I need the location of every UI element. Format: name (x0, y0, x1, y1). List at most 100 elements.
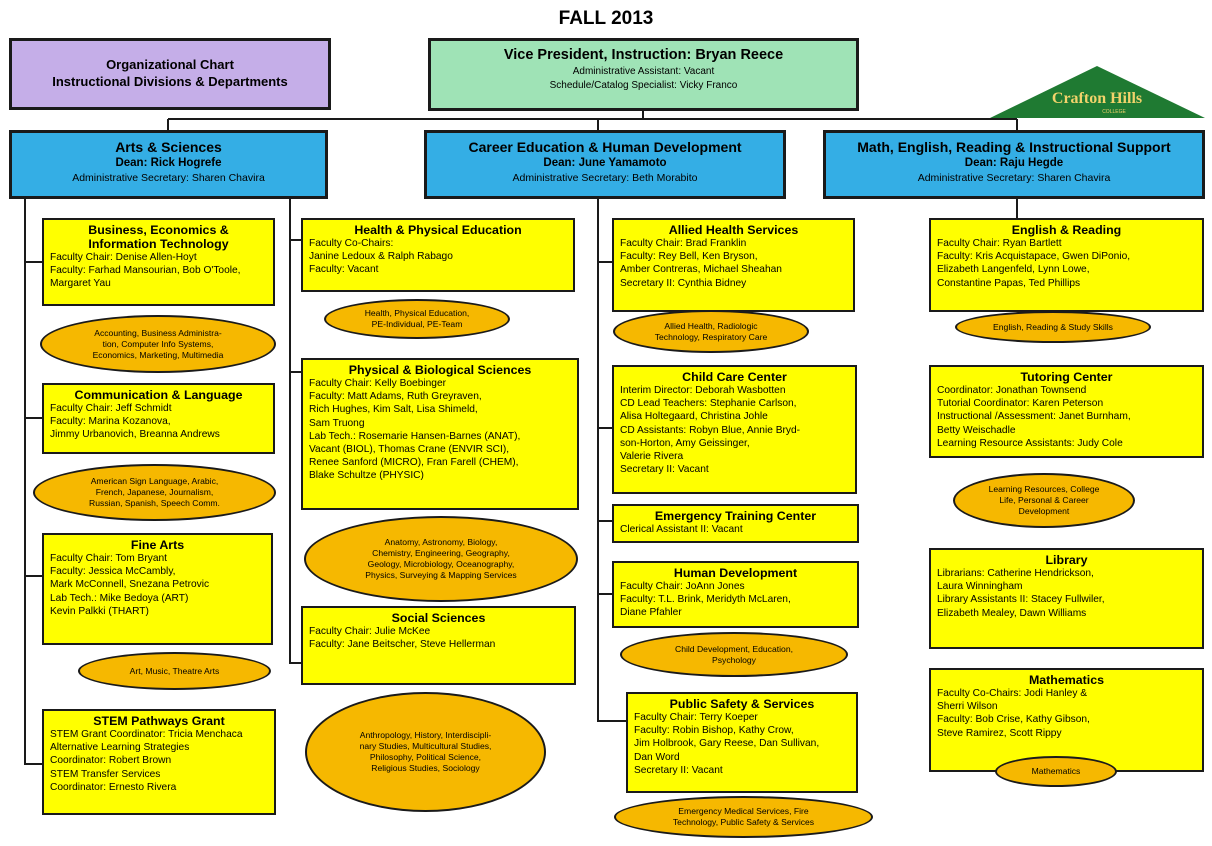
department-detail-line: Faculty: Kris Acquistapace, Gwen DiPonio… (937, 251, 1131, 263)
vp-schedule-specialist: Schedule/Catalog Specialist: Vicky Franc… (549, 80, 738, 91)
subject-areas-text: Anatomy, Astronomy, Biology,Chemistry, E… (365, 537, 517, 580)
department-detail-line: Faculty Chair: Terry Koeper (634, 712, 758, 723)
department-detail-line: Faculty Chair: Ryan Bartlett (937, 238, 1062, 249)
department-detail-line: Alisa Holtegaard, Christina Johle (620, 411, 768, 423)
department-detail-line: Faculty Chair: JoAnn Jones (620, 581, 745, 592)
subject-areas-oval: Child Development, Education,Psychology (620, 632, 848, 677)
department-title: Mathematics (1028, 673, 1105, 687)
department-detail-line: STEM Grant Coordinator: Tricia Menchaca (50, 729, 243, 740)
department-detail-line: Faculty Chair: Jeff Schmidt (50, 403, 172, 414)
vp-admin-assistant: Administrative Assistant: Vacant (572, 66, 715, 77)
subject-areas-text: Anthropology, History, Interdiscipli-nar… (359, 730, 492, 773)
department-detail-line: Margaret Yau (50, 278, 111, 290)
division-secretary: Administrative Secretary: Sharen Chavira (917, 172, 1111, 184)
department-title: English & Reading (1011, 223, 1122, 237)
subject-areas-oval: Art, Music, Theatre Arts (78, 652, 271, 690)
department-detail-line: Amber Contreras, Michael Sheahan (620, 264, 782, 276)
department-detail-line: Betty Weischadle (937, 424, 1016, 436)
org-chart-title-box: Organizational Chart Instructional Divis… (9, 38, 331, 110)
department-detail-line: son-Horton, Amy Geissinger, (620, 437, 750, 449)
division-title: Career Education & Human Development (468, 139, 742, 155)
department-detail-line: Kevin Palkki (THART) (50, 605, 149, 617)
department-title: Communication & Language (74, 388, 243, 402)
subject-areas-text: Art, Music, Theatre Arts (129, 665, 220, 676)
division-title: Math, English, Reading & Instructional S… (857, 139, 1171, 155)
department-detail-line: Mark McConnell, Snezana Petrovic (50, 579, 210, 591)
department-detail-line: Blake Schultze (PHYSIC) (309, 470, 424, 482)
department-detail-line: Faculty Chair: Brad Franklin (620, 238, 747, 249)
subject-areas-oval: Anatomy, Astronomy, Biology,Chemistry, E… (304, 516, 578, 602)
department-title: Health & Physical Education (354, 223, 522, 237)
division-dean: Dean: June Yamamoto (543, 157, 667, 169)
department-title: STEM Pathways Grant (93, 714, 225, 728)
department-detail-line: Faculty: Marina Kozanova, (50, 416, 171, 428)
subject-areas-oval: American Sign Language, Arabic,French, J… (33, 464, 276, 521)
division-dean: Dean: Raju Hegde (964, 157, 1064, 169)
department-detail-line: Faculty: Farhad Mansourian, Bob O'Toole, (50, 265, 241, 277)
department-detail-line: Dan Word (634, 751, 680, 763)
department-detail-line: Tutorial Coordinator: Karen Peterson (937, 398, 1104, 410)
department-detail-line: Faculty: Jane Beitscher, Steve Hellerman (309, 639, 496, 651)
department-detail-line: Secretary II: Cynthia Bidney (620, 277, 747, 289)
department-detail-line: Secretary II: Vacant (620, 464, 709, 476)
department-title: Child Care Center (682, 370, 787, 384)
department-detail-line: Valerie Rivera (620, 451, 684, 463)
department-detail-line: Faculty Co-Chairs: (309, 238, 394, 249)
department-title: Business, Economics &Information Technol… (88, 223, 229, 251)
department-detail-line: Elizabeth Langenfeld, Lynn Lowe, (937, 264, 1090, 276)
department-detail-line: Librarians: Catherine Hendrickson, (937, 568, 1094, 579)
department-title: Physical & Biological Sciences (348, 363, 532, 377)
department-title: Emergency Training Center (654, 509, 817, 523)
department-detail-line: Instructional /Assessment: Janet Burnham… (937, 411, 1131, 423)
subject-areas-text: Child Development, Education,Psychology (675, 643, 793, 665)
department-detail-line: Library Assistants II: Stacey Fullwiler, (937, 594, 1105, 606)
department-detail-line: Interim Director: Deborah Wasbotten (620, 385, 786, 396)
department-detail-line: Faculty Chair: Julie McKee (309, 626, 431, 637)
department-detail-line: Faculty Co-Chairs: Jodi Hanley & (937, 688, 1088, 699)
department-detail-line: Faculty: Matt Adams, Ruth Greyraven, (309, 391, 482, 403)
division-career-education: Career Education & Human Development Dea… (424, 130, 786, 199)
department-detail-line: Renee Sanford (MICRO), Fran Farell (CHEM… (309, 457, 519, 469)
page-title: FALL 2013 (558, 8, 654, 29)
department-detail-line: Secretary II: Vacant (634, 764, 723, 776)
department-detail-line: Lab Tech.: Mike Bedoya (ART) (50, 592, 189, 604)
department-detail-line: Faculty Chair: Denise Allen-Hoyt (50, 252, 197, 263)
department-detail-line: Jimmy Urbanovich, Breanna Andrews (50, 429, 220, 441)
department-detail-line: Rich Hughes, Kim Salt, Lisa Shimeld, (309, 404, 478, 416)
org-chart-title-line1: Organizational Chart (106, 57, 234, 72)
subject-areas-text: Mathematics (1031, 766, 1081, 776)
department-detail-line: Jim Holbrook, Gary Reese, Dan Sullivan, (634, 738, 820, 750)
department-detail-line: Faculty: Robin Bishop, Kathy Crow, (634, 725, 794, 737)
department-title: Social Sciences (391, 611, 486, 625)
subject-areas-oval: Health, Physical Education,PE-Individual… (324, 299, 510, 339)
department-detail-line: Janine Ledoux & Ralph Rabago (309, 251, 453, 263)
department-detail-line: Faculty: Rey Bell, Ken Bryson, (620, 251, 758, 263)
subject-areas-oval: English, Reading & Study Skills (955, 311, 1151, 343)
department-detail-line: Faculty: Jessica McCambly, (50, 566, 176, 578)
department-detail-line: Laura Winningham (937, 581, 1023, 593)
department-detail-line: Constantine Papas, Ted Phillips (937, 277, 1081, 289)
department-detail-line: Coordinator: Robert Brown (50, 755, 172, 767)
department-detail-line: Sherri Wilson (937, 701, 998, 713)
department-detail-line: Faculty Chair: Tom Bryant (50, 553, 168, 564)
department-detail-line: Faculty: Vacant (309, 264, 379, 276)
department-detail-line: Faculty: Bob Crise, Kathy Gibson, (937, 714, 1090, 726)
subject-areas-text: Health, Physical Education,PE-Individual… (364, 308, 470, 329)
subject-areas-text: American Sign Language, Arabic,French, J… (89, 476, 220, 508)
department-detail-line: Coordinator: Jonathan Townsend (937, 385, 1087, 396)
subject-areas-oval: Accounting, Business Administra-tion, Co… (40, 315, 276, 373)
crafton-hills-logo: Crafton Hills COLLEGE (990, 66, 1205, 118)
